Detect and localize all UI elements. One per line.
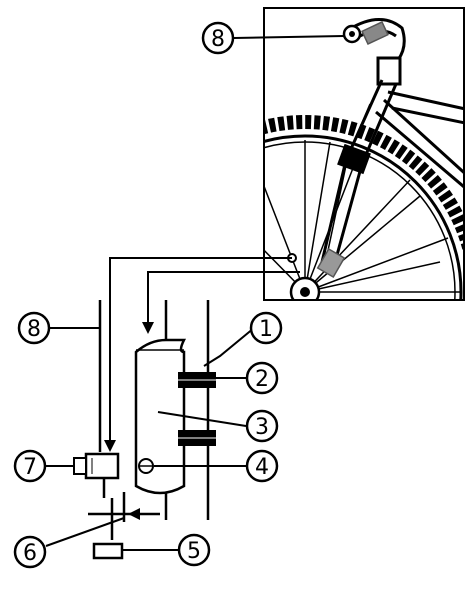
fork-sensor-icon [316, 247, 346, 279]
svg-text:3: 3 [255, 415, 269, 440]
front-wheel [264, 115, 464, 300]
callout-6: 6 [13, 535, 47, 569]
front-fork [320, 79, 398, 267]
callout-leaders [45, 327, 255, 551]
svg-text:6: 6 [23, 541, 37, 566]
cable-tie-lower [178, 430, 216, 446]
sensor-mark-icon [138, 458, 154, 474]
callout-3: 3 [245, 409, 279, 443]
svg-text:8: 8 [211, 27, 225, 52]
svg-text:4: 4 [255, 455, 269, 480]
callout-8-top: 8 [201, 21, 235, 55]
cable-tie-upper [178, 372, 216, 388]
bike-frame [375, 90, 464, 189]
callout-7: 7 [13, 449, 47, 483]
spoke-magnet-holder-icon [92, 542, 124, 560]
sensor-cable [98, 300, 114, 540]
brake-lever-clamp-icon [342, 21, 389, 45]
svg-text:7: 7 [23, 455, 37, 480]
callout-4: 4 [245, 449, 279, 483]
sensor-body [134, 338, 187, 495]
leader-lines [109, 35, 345, 446]
svg-text:8: 8 [27, 317, 41, 342]
svg-text:5: 5 [187, 539, 201, 564]
callout-2: 2 [245, 361, 279, 395]
callout-5: 5 [177, 533, 211, 567]
bike-inset [263, 7, 465, 301]
inset-border [263, 7, 465, 301]
svg-text:2: 2 [255, 367, 269, 392]
arrowheads [104, 322, 154, 452]
sensor-connector-icon [73, 452, 120, 480]
arrow-in-icon [128, 508, 140, 520]
callout-1: 1 [249, 311, 283, 345]
svg-text:1: 1 [259, 317, 273, 342]
callout-8-left: 8 [17, 311, 51, 345]
mount-bracket [88, 492, 160, 522]
fork-crown [337, 143, 371, 175]
